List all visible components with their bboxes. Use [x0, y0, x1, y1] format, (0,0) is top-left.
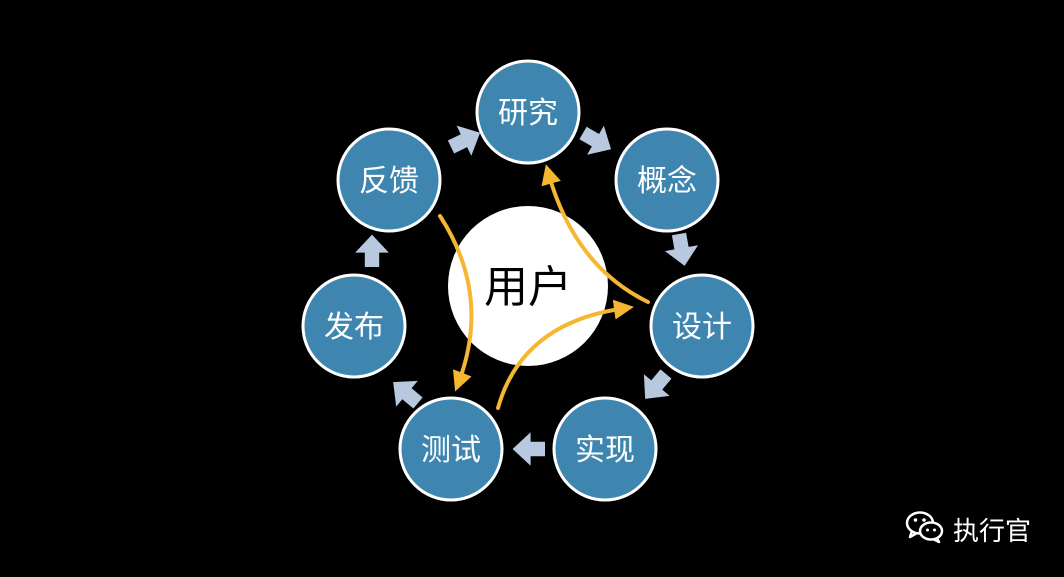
wechat-icon	[905, 510, 945, 548]
center-label: 用户	[484, 262, 572, 313]
arrow-concept-to-design	[664, 232, 699, 266]
arrow-implement-to-test	[512, 432, 545, 466]
arrow-research-to-concept	[579, 125, 612, 155]
node-label-research: 研究	[498, 96, 558, 131]
arrow-feedback-to-research	[447, 125, 481, 156]
node-research: 研究	[475, 59, 581, 165]
curve-design-to-research	[541, 164, 650, 304]
node-concept: 概念	[614, 127, 720, 233]
node-feedback: 反馈	[336, 127, 442, 233]
watermark: 执行官	[905, 511, 1031, 547]
node-release: 发布	[301, 273, 407, 379]
node-label-feedback: 反馈	[359, 164, 419, 199]
cycle-arrows	[355, 125, 699, 466]
node-label-test: 测试	[421, 433, 481, 468]
node-label-design: 设计	[672, 310, 732, 345]
user-curves	[438, 164, 650, 410]
arrow-release-to-feedback	[355, 234, 389, 267]
arrow-design-to-implement	[643, 369, 672, 399]
node-label-concept: 概念	[637, 164, 697, 199]
node-design: 设计	[649, 273, 755, 379]
curve-test-to-design	[496, 299, 634, 410]
node-test: 测试	[398, 396, 504, 502]
curve-feedback-to-test	[438, 214, 474, 392]
node-label-release: 发布	[324, 310, 384, 345]
watermark-text: 执行官	[953, 516, 1032, 547]
node-label-implement: 实现	[575, 433, 635, 468]
center-node-user: 用户	[448, 206, 608, 366]
arrow-test-to-release	[393, 380, 423, 409]
node-implement: 实现	[552, 396, 658, 502]
